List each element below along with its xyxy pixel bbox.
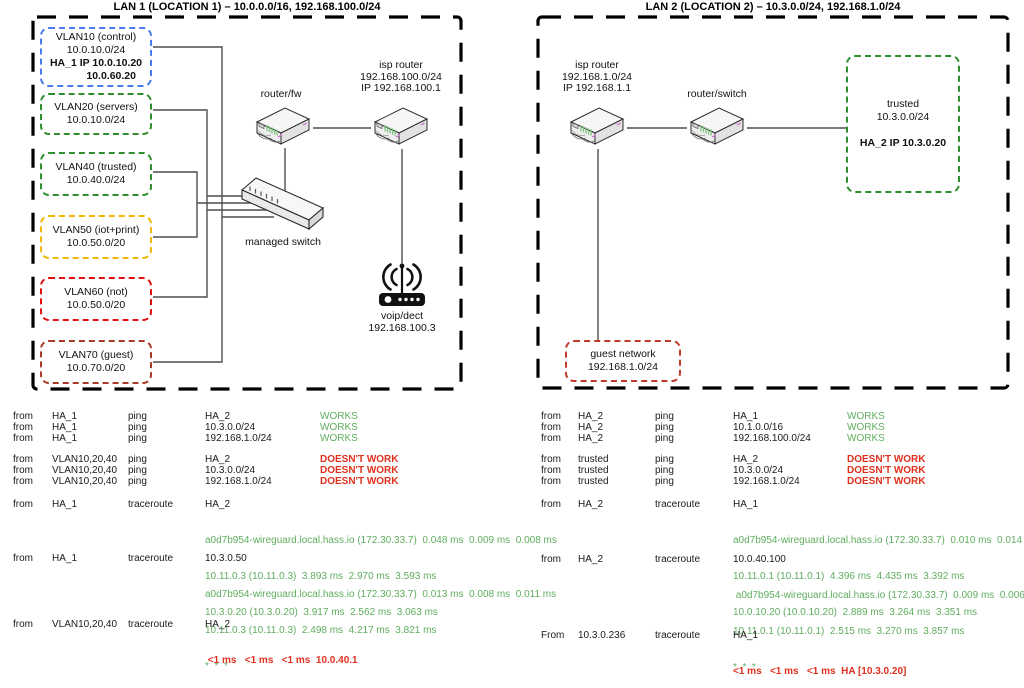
ping-row: from HA_1 ping 192.168.1.0/24 WORKS	[13, 433, 358, 444]
ping-row: from HA_1 ping 10.3.0.0/24 WORKS	[13, 422, 358, 433]
vlan10-box: VLAN10 (control) 10.0.10.0/24 HA_1 IP 10…	[40, 27, 152, 87]
result: WORKS	[320, 411, 358, 422]
ping-row: from trusted ping 192.168.1.0/24 DOESN'T…	[541, 476, 926, 487]
vlan40-box: VLAN40 (trusted) 10.0.40.0/24	[40, 152, 152, 196]
traceroute-hops: <1 ms <1 ms <1 ms 10.0.40.1 <1 ms <1 ms …	[205, 655, 358, 666]
lan1-isp-line3: IP 192.168.100.1	[361, 82, 441, 94]
from-label: from	[13, 411, 33, 422]
verb: ping	[128, 411, 147, 422]
traceroute-header: from HA_1 traceroute HA_2	[13, 499, 231, 510]
vlan20-box: VLAN20 (servers) 10.0.10.0/24	[40, 93, 152, 135]
vlan20-name: VLAN20 (servers)	[54, 101, 138, 113]
ping-row: from HA_2 ping HA_1 WORKS	[541, 411, 885, 422]
ping-row: from HA_1 ping HA_2 WORKS	[0, 411, 1024, 423]
vlan60-name: VLAN60 (not)	[64, 286, 128, 298]
lan2-isp-router-label: isp router 192.168.1.0/24 IP 192.168.1.1	[535, 59, 659, 95]
vlan70-box: VLAN70 (guest) 10.0.70.0/20	[40, 340, 152, 384]
lan1-title: LAN 1 (LOCATION 1) – 10.0.0.0/16, 192.16…	[113, 1, 381, 13]
router-switch-icon	[690, 107, 744, 145]
lan1-isp-line1: isp router	[379, 59, 423, 71]
voip-label: voip/dect 192.168.100.3	[342, 310, 462, 334]
vlan70-name: VLAN70 (guest)	[58, 349, 134, 361]
src: HA_1	[52, 411, 78, 422]
traceroute-hops: a0d7b954-wireguard.local.hass.io (172.30…	[205, 535, 557, 618]
traceroute-header: From 10.3.0.236 traceroute HA_1	[541, 630, 759, 641]
dst: HA_2	[205, 411, 231, 422]
lan1-isp-router-icon	[374, 107, 428, 145]
managed-switch-icon	[241, 177, 324, 230]
managed-switch-label: managed switch	[245, 236, 321, 248]
guest-name: guest network	[590, 348, 656, 360]
ping-row: from VLAN10,20,40 ping 192.168.1.0/24 DO…	[13, 476, 399, 487]
traceroute-hops: a0d7b954-wireguard.local.hass.io (172.30…	[733, 590, 1024, 673]
vlan10-name: VLAN10 (control)	[55, 31, 137, 43]
traceroute-header: from HA_1 traceroute 10.3.0.50	[13, 553, 247, 564]
guest-subnet: 192.168.1.0/24	[587, 361, 659, 373]
traceroute-header: from VLAN10,20,40 traceroute HA_2	[13, 619, 231, 630]
vlan10-alt-ip: 10.0.60.20	[86, 70, 136, 82]
vlan50-name: VLAN50 (iot+print)	[52, 224, 140, 236]
lan2-isp-line3: IP 192.168.1.1	[562, 82, 632, 94]
guest-network-box: guest network 192.168.1.0/24	[565, 340, 681, 382]
router-switch-label: router/switch	[687, 88, 747, 100]
ping-row: from trusted ping 10.3.0.0/24 DOESN'T WO…	[541, 465, 926, 476]
ping-row: from VLAN10,20,40 ping 10.3.0.0/24 DOESN…	[13, 465, 399, 476]
vlan10-subnet: 10.0.10.0/24	[66, 44, 126, 56]
trusted-subnet: 10.3.0.0/24	[876, 111, 930, 123]
ping-row: from trusted ping HA_2 DOESN'T WORK	[541, 454, 926, 465]
traceroute-hops: a0d7b954-wireguard.local.hass.io (172.30…	[733, 535, 1023, 618]
lan2-links	[597, 127, 846, 340]
trusted-name: trusted	[886, 98, 920, 110]
vlan50-subnet: 10.0.50.0/20	[66, 237, 126, 249]
trusted-box: trusted 10.3.0.0/24 HA_2 IP 10.3.0.20	[846, 55, 960, 193]
lan2-title: LAN 2 (LOCATION 2) – 10.3.0.0/24, 192.16…	[645, 1, 901, 13]
lan2-isp-router-icon	[570, 107, 624, 145]
router-fw-icon	[256, 107, 310, 145]
vlan40-name: VLAN40 (trusted)	[55, 161, 137, 173]
traceroute-header: from HA_2 traceroute HA_1	[541, 499, 759, 510]
ping-row: from VLAN10,20,40 ping HA_2 DOESN'T WORK	[13, 454, 399, 465]
trusted-ha-ip: HA_2 IP 10.3.0.20	[859, 137, 947, 149]
lan1-isp-router-label: isp router 192.168.100.0/24 IP 192.168.1…	[339, 59, 463, 95]
vlan50-box: VLAN50 (iot+print) 10.0.50.0/20	[40, 215, 152, 259]
ping-row: from HA_2 ping 192.168.100.0/24 WORKS	[541, 433, 885, 444]
lan2-border	[536, 15, 1010, 390]
lan1-isp-line2: 192.168.100.0/24	[360, 70, 442, 83]
vlan40-subnet: 10.0.40.0/24	[66, 174, 126, 186]
traceroute-hops: a0d7b954-wireguard.local.hass.io (172.30…	[205, 589, 557, 672]
vlan10-ha-ip: HA_1 IP 10.0.10.20	[49, 57, 143, 69]
voip-dect-icon	[379, 263, 425, 306]
vlan20-subnet: 10.0.10.0/24	[66, 114, 126, 126]
lan1-border	[31, 15, 463, 391]
lan2-isp-line2: 192.168.1.0/24	[561, 70, 633, 83]
vlan70-subnet: 10.0.70.0/20	[66, 362, 126, 374]
router-fw-label: router/fw	[260, 88, 302, 100]
vlan60-box: VLAN60 (not) 10.0.50.0/20	[40, 277, 152, 321]
traceroute-header: from HA_2 traceroute 10.0.40.100	[541, 554, 786, 565]
lan1-links	[153, 46, 403, 363]
lan2-isp-line1: isp router	[575, 59, 619, 71]
voip-line2: 192.168.100.3	[368, 321, 436, 334]
traceroute-hops: <1 ms <1 ms <1 ms HA [10.3.0.20] * * * R…	[733, 666, 907, 677]
vlan60-subnet: 10.0.50.0/20	[66, 299, 126, 311]
voip-line1: voip/dect	[380, 310, 424, 322]
ping-row: from HA_2 ping 10.1.0.0/16 WORKS	[541, 422, 885, 433]
